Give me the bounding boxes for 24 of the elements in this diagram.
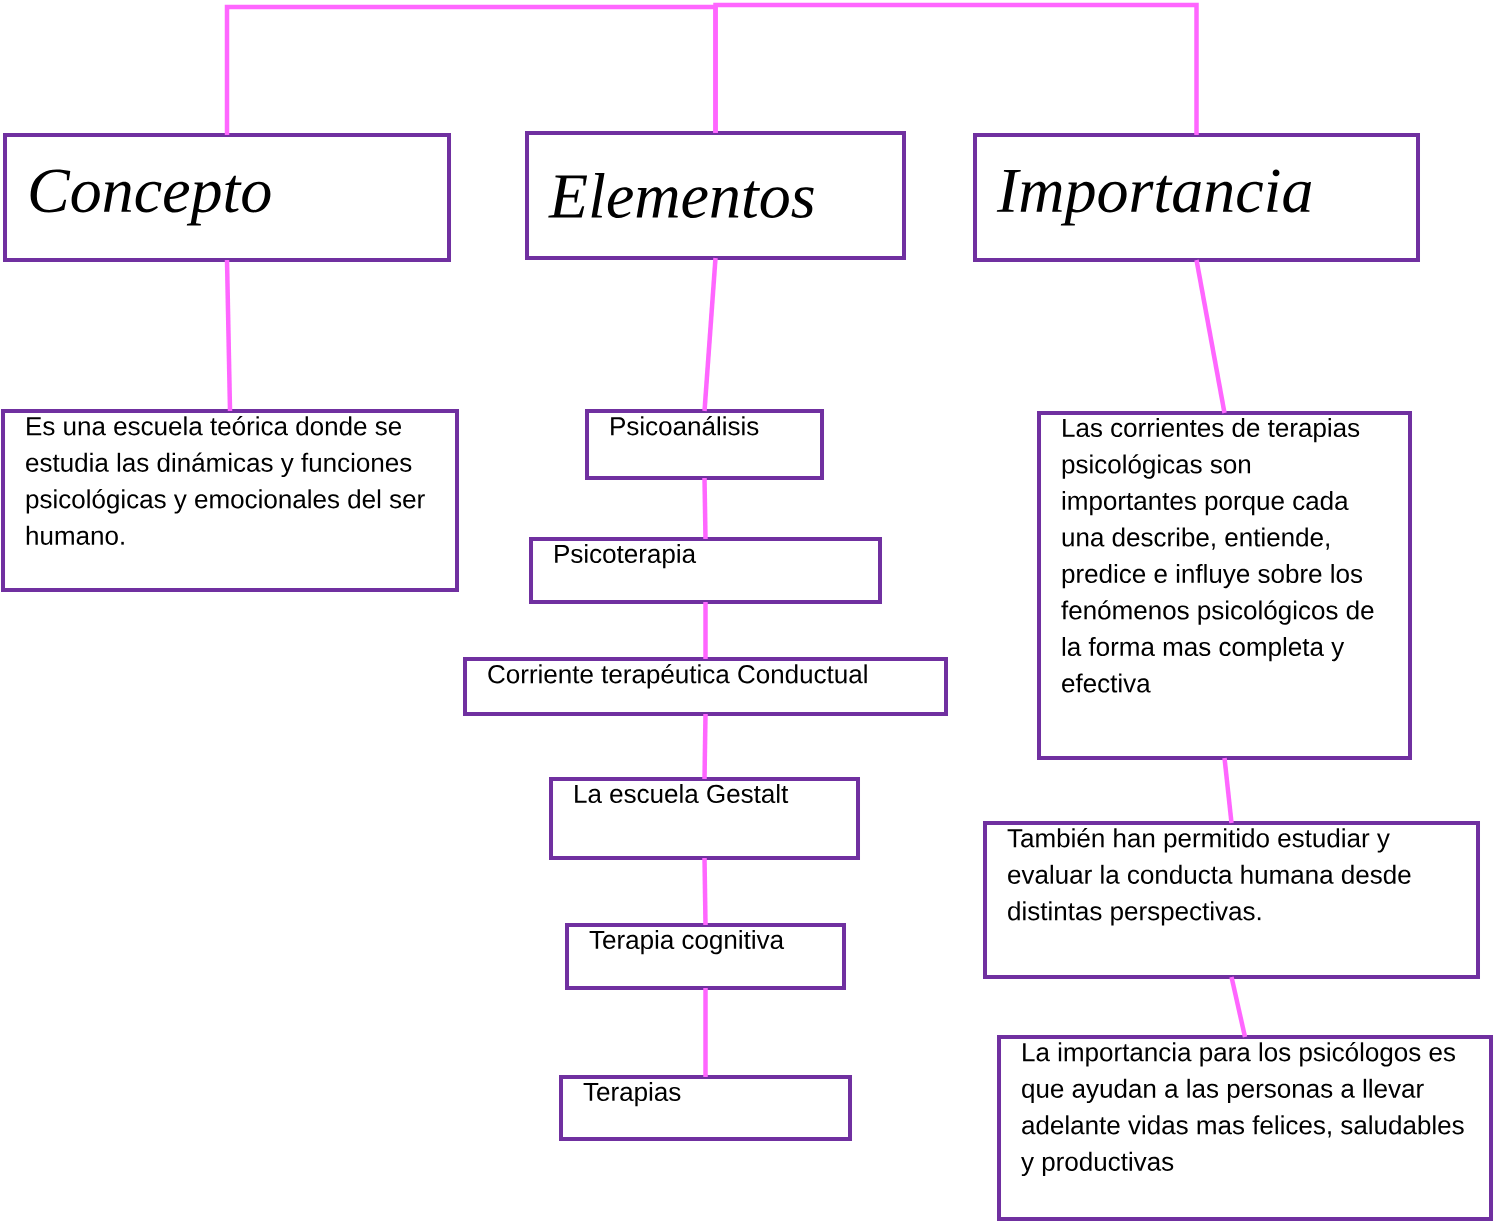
connector-line	[702, 713, 708, 780]
text-box: Corriente terapéutica Conductual	[463, 657, 948, 716]
heading-box: Concepto	[3, 133, 451, 262]
text-box: Psicoanálisis	[585, 409, 824, 480]
text-box: La escuela Gestalt	[549, 777, 860, 860]
heading-box: Importancia	[973, 133, 1420, 262]
text-box: Las corrientes de terapias psicológicas son importantes porque cada una describe, entiende, predice e influye sobre los fenómenos psicológicos de la forma mas completa y efectiva	[1037, 411, 1412, 760]
heading-box: Elementos	[525, 131, 906, 260]
connector-line	[703, 988, 708, 1077]
connector-line	[224, 259, 233, 412]
text-box: La importancia para los psicólogos es que ayudan a las personas a llevar adelante vidas mas felices, saludables y productivas	[997, 1035, 1493, 1221]
connector-line	[1222, 757, 1234, 824]
connector-line	[702, 477, 708, 540]
connector-line	[1194, 259, 1227, 414]
text-box: Es una escuela teórica donde se estudia las dinámicas y funciones psicológicas y emocionales del ser humano.	[1, 409, 459, 592]
connector-line	[703, 602, 708, 659]
text-box: Psicoterapia	[529, 537, 882, 604]
text-box: También han permitido estudiar y evaluar la conducta humana desde distintas perspectivas.	[983, 821, 1480, 979]
connector-line	[702, 857, 708, 926]
text-box: Terapia cognitiva	[565, 923, 846, 990]
text-box: Terapias	[559, 1075, 852, 1141]
connector-line	[1229, 976, 1248, 1038]
connector-line	[702, 257, 718, 412]
connector-line	[713, 2, 1199, 135]
